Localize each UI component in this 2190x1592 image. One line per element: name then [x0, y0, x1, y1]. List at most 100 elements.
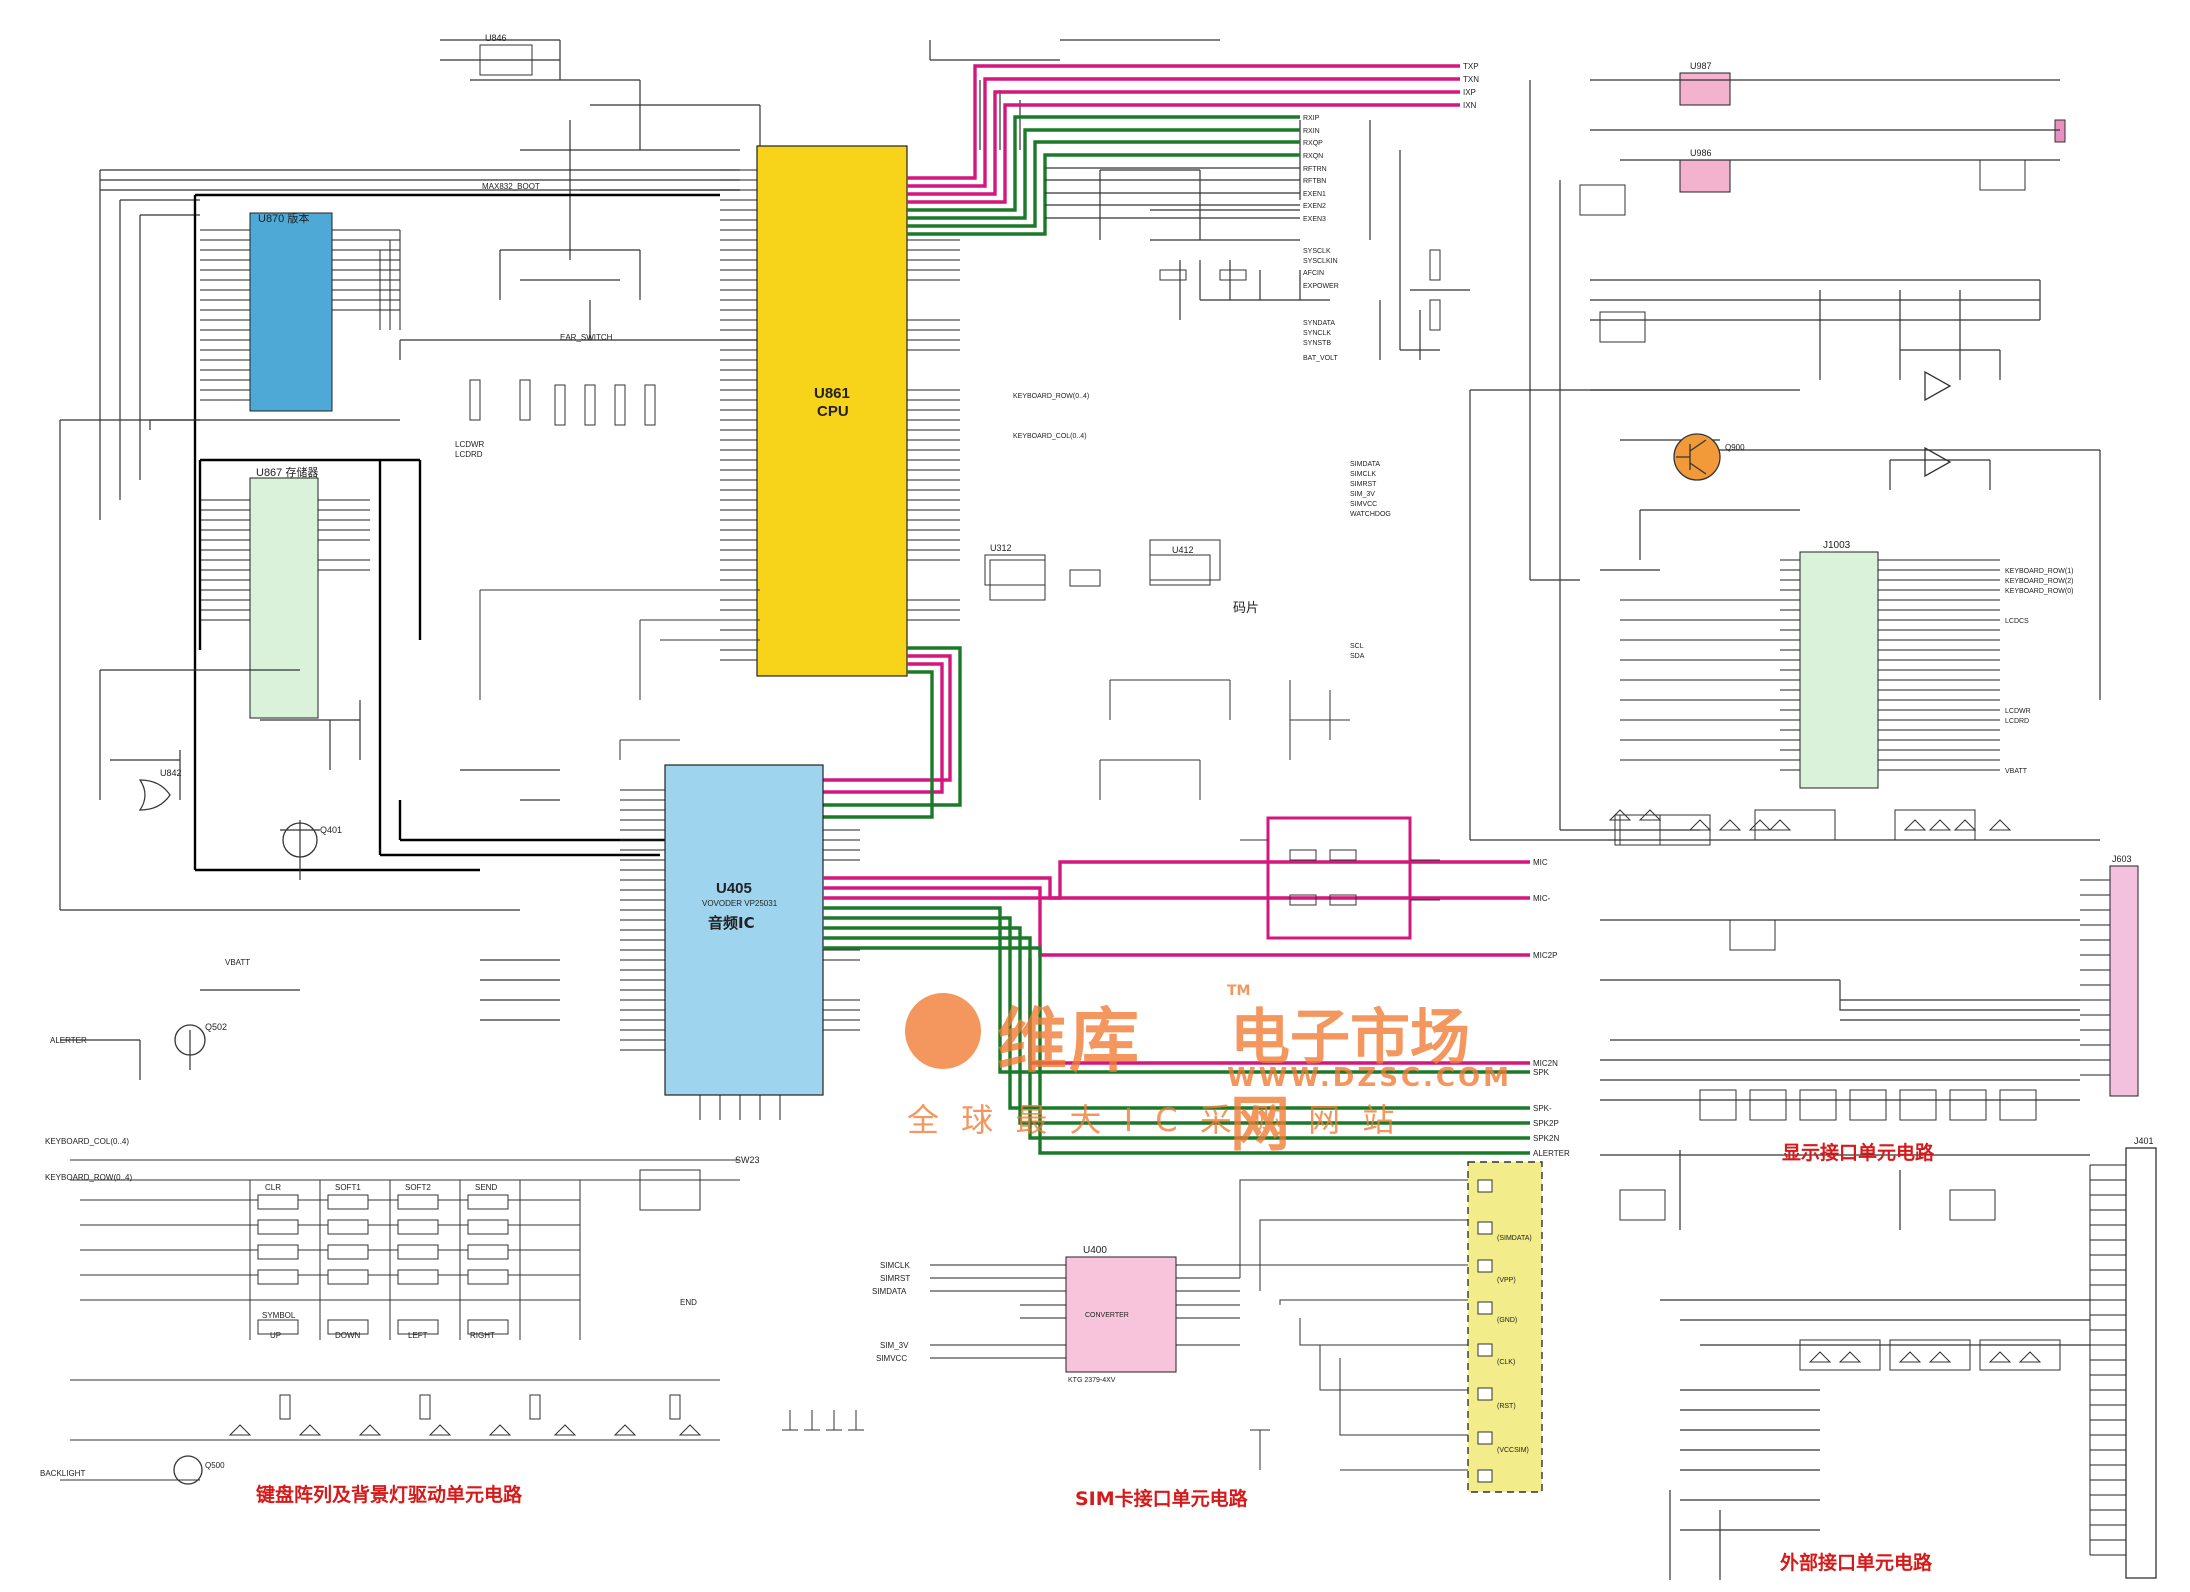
- sim-left-signals: SIMCLK SIMRST SIMDATA SIM_3V SIMVCC: [872, 1261, 910, 1363]
- mic-connector: [2054, 119, 2066, 143]
- sig-simvcc: SIMVCC: [1350, 501, 1377, 508]
- q900-label: Q900: [1725, 443, 1745, 452]
- sim-pin-rst: (RST): [1497, 1403, 1516, 1410]
- sig-rxqp: RXQP: [1303, 140, 1323, 147]
- sig-ixp: IXP: [1463, 88, 1476, 97]
- sim-signal-clk: SIMCLK: [880, 1261, 910, 1270]
- sig-vbatt: VBATT: [225, 958, 250, 967]
- transistor-q401: Q401: [282, 822, 342, 858]
- cpu-audio-bus-magenta: [820, 654, 952, 794]
- sig-rxqn: RXQN: [1303, 153, 1323, 160]
- cpu-name: CPU: [817, 403, 849, 420]
- watermark-url: WWW.DZSC.COM: [1227, 1063, 1512, 1093]
- audio-part: VOVODER VP25031: [702, 899, 778, 908]
- audio-out-bus-green: [823, 906, 1530, 1155]
- sig-simrst: SIMRST: [1350, 481, 1377, 488]
- u846-label: U846: [485, 33, 507, 43]
- u412-note: 码片: [1233, 601, 1259, 616]
- sim-signal-3v: SIM_3V: [880, 1341, 909, 1350]
- top-right-signal-labels: TXP TXN IXP IXN: [1463, 62, 1479, 110]
- conn-lcdrd: LCDRD: [2005, 718, 2029, 725]
- u987-chip: U987: [1679, 61, 1731, 106]
- sim-pin-gnd: (GND): [1497, 1317, 1517, 1324]
- sig-exen2: EXEN2: [1303, 203, 1326, 210]
- cpu-chip: U861 CPU: [720, 145, 960, 677]
- external-diodes: [1799, 1339, 2061, 1371]
- u412-label: U412: [1172, 545, 1194, 555]
- watermark-slogan: 全 球 最 大 I C 采 购 网 站: [907, 1101, 1401, 1139]
- cpu-ref: U861: [814, 385, 850, 402]
- sig-sda: SDA: [1350, 653, 1365, 660]
- wiring-left: [59, 419, 560, 1080]
- cpu-right-signal-labels: RXIP RXIN RXQP RXQN RFTRN RFTBN EXEN1 EX…: [1013, 115, 1391, 660]
- sim-chip-ref: U400: [1083, 1245, 1107, 1256]
- u312-label: U312: [990, 543, 1012, 553]
- j1003-connector: J1003: [1620, 540, 2000, 789]
- sig-sysclkin: SYSCLKIN: [1303, 258, 1338, 265]
- section-title-keyboard: 键盘阵列及背景灯驱动单元电路: [256, 1484, 523, 1506]
- memory-chip-label: U867 存储器: [256, 465, 318, 479]
- key-left: LEFT: [408, 1331, 428, 1340]
- passives-middle: [469, 249, 1441, 800]
- opamps: [1924, 370, 1952, 478]
- transistor-q502: Q502: [174, 1022, 227, 1056]
- left-signal-labels: MAX832_BOOT EAR_SWITCH LCDWR LCDRD VBATT…: [40, 182, 613, 1478]
- sig-ear-switch: EAR_SWITCH: [560, 333, 613, 342]
- sig-spk2n: SPK2N: [1533, 1134, 1559, 1143]
- sig-alerter-left: ALERTER: [50, 1036, 87, 1045]
- q502-label: Q502: [205, 1022, 227, 1032]
- key-end: END: [680, 1298, 697, 1307]
- key-symbol: SYMBOL: [262, 1311, 296, 1320]
- sig-rftrn: RFTRN: [1303, 166, 1327, 173]
- sig-scl: SCL: [1350, 643, 1364, 650]
- conn-lcdwr: LCDWR: [2005, 708, 2031, 715]
- sig-alerter: ALERTER: [1533, 1149, 1570, 1158]
- sig-watchdog: WATCHDOG: [1350, 511, 1391, 518]
- sig-sysclk: SYSCLK: [1303, 248, 1331, 255]
- watermark-brand: 维库: [997, 1000, 1141, 1082]
- u987-label: U987: [1690, 61, 1712, 71]
- sig-sim3v: SIM_3V: [1350, 491, 1375, 498]
- u846-chip: U846: [479, 33, 533, 76]
- sim-chip: U400 CONVERTER KTG 2379-4XV: [930, 1245, 1240, 1384]
- sim-pin-clk: (CLK): [1497, 1359, 1515, 1366]
- sig-rxip: RXIP: [1303, 115, 1320, 122]
- j1003-label: J1003: [1823, 540, 1851, 551]
- sig-spk: SPK: [1533, 1068, 1550, 1077]
- sig-mic2n: MIC2N: [1533, 1059, 1558, 1068]
- sig-spk-minus: SPK-: [1533, 1104, 1552, 1113]
- sig-max832-boot: MAX832_BOOT: [482, 182, 540, 191]
- mic-filter-network: [1240, 816, 1440, 940]
- key-down: DOWN: [335, 1331, 361, 1340]
- ground-symbols: [782, 1410, 864, 1431]
- keyboard-matrix: [60, 1159, 740, 1481]
- sw23-switch: SW23: [639, 1155, 760, 1211]
- sig-mic2p: MIC2P: [1533, 951, 1557, 960]
- wiring-right-top: [1469, 79, 2101, 841]
- sig-synstb: SYNSTB: [1303, 340, 1331, 347]
- key-clr: CLR: [265, 1183, 281, 1192]
- section-title-display: 显示接口单元电路: [1782, 1142, 1935, 1164]
- sim-pin-vcc: (VCCSIM): [1497, 1447, 1529, 1454]
- audio-name: 音频IC: [708, 914, 755, 932]
- sig-ixn: IXN: [1463, 101, 1477, 110]
- keyboard-keys: CLR SOFT1 SOFT2 SEND UP DOWN LEFT RIGHT …: [257, 1183, 697, 1340]
- display-diodes: [1699, 1089, 2037, 1121]
- audio-right-signal-labels: MIC MIC- MIC2P MIC2N SPK SPK- SPK2P SPK2…: [1533, 858, 1570, 1158]
- memory-chip: U867 存储器: [200, 465, 370, 719]
- sig-simdata: SIMDATA: [1350, 461, 1380, 468]
- sig-txp: TXP: [1463, 62, 1479, 71]
- q500-label: Q500: [205, 1461, 225, 1470]
- key-up: UP: [270, 1331, 281, 1340]
- section-title-sim: SIM卡接口单元电路: [1075, 1488, 1248, 1510]
- sig-syndata: SYNDATA: [1303, 320, 1335, 327]
- watermark-logo-icon: [905, 993, 981, 1069]
- u312-area: U312 U412 码片: [984, 543, 1259, 616]
- watermark: 维库 TM 电子市场网 WWW.DZSC.COM 全 球 最 大 I C 采 购…: [905, 983, 1525, 1160]
- key-right: RIGHT: [470, 1331, 495, 1340]
- sig-exen1: EXEN1: [1303, 191, 1326, 198]
- conn-lcdcs: LCDCS: [2005, 618, 2029, 625]
- flash-chip: U870 版本: [200, 211, 401, 412]
- rx-bus-green: [907, 115, 1300, 236]
